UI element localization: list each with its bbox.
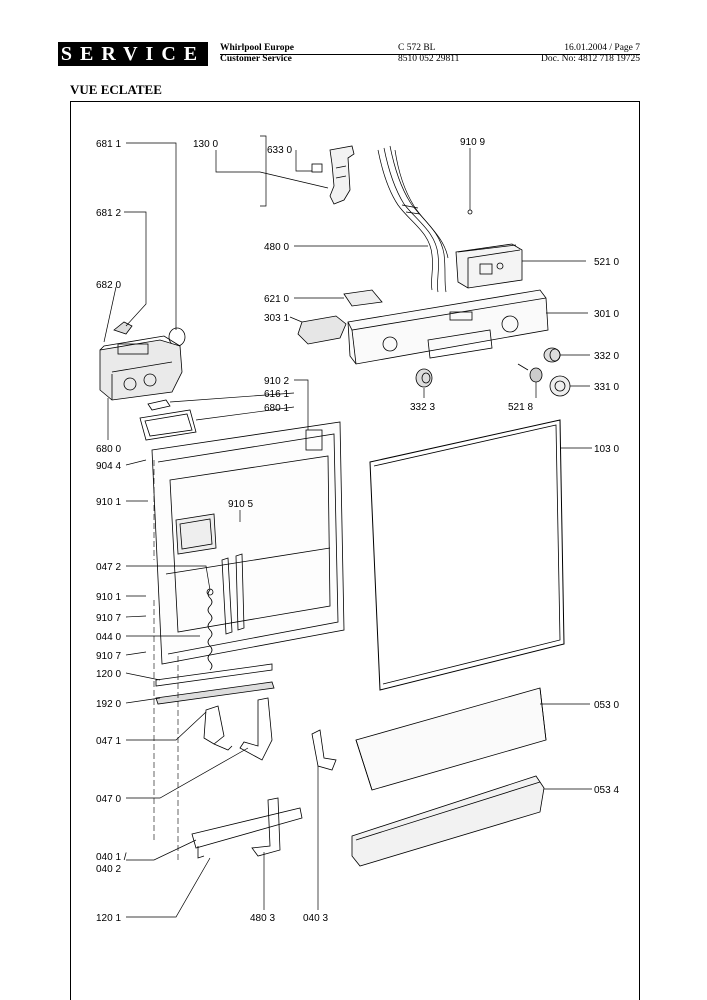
label-910-9: 910 9 [460,137,485,148]
section-title: VUE ECLATEE [70,82,162,97]
label-616-1: 616 1 [264,389,289,400]
part-681-2-drawing [113,321,133,335]
label-904-4: 904 4 [96,461,121,472]
label-910-2: 910 2 [264,376,289,387]
label-120-1: 120 1 [96,913,121,924]
part-labels: 681 1 130 0 633 0 910 9 681 2 480 0 521 … [96,137,619,924]
part-621-0-drawing [343,289,383,307]
label-120-0: 120 0 [96,669,121,680]
label-301-0: 301 0 [594,309,619,320]
service-banner: SERVICE [58,42,208,66]
label-682-0: 682 0 [96,280,121,291]
part-682-0-dispenser-drawing [99,335,183,401]
part-047-0-hinge-bracket-drawing [239,697,273,761]
part-303-1-drawing [297,315,347,345]
label-633-0: 633 0 [267,145,292,156]
part-480-0-drawing [377,145,449,293]
label-303-1: 303 1 [264,313,289,324]
date-page-line: 16.01.2004 / Page 7 [564,43,640,53]
label-047-2: 047 2 [96,562,121,573]
label-130-0: 130 0 [193,139,218,150]
label-910-5: 910 5 [228,499,253,510]
label-040-1: 040 1 / [96,852,127,863]
label-053-0: 053 0 [594,700,619,711]
label-910-1-lower: 910 1 [96,592,121,603]
label-621-0: 621 0 [264,294,289,305]
label-681-2: 681 2 [96,208,121,219]
label-480-3: 480 3 [250,913,275,924]
label-044-0: 044 0 [96,632,121,643]
label-521-0: 521 0 [594,257,619,268]
company-line-2: Customer Service [220,54,292,64]
label-192-0: 192 0 [96,699,121,710]
part-332-3-knob-drawing [415,368,433,388]
part-047-1-hinge-drawing [203,705,233,751]
company-line-1: Whirlpool Europe [220,43,294,53]
part-301-0-control-panel-drawing [347,289,549,365]
label-103-0: 103 0 [594,444,619,455]
label-680-1: 680 1 [264,403,289,414]
part-332-0-knob-drawing [543,347,561,363]
label-040-3: 040 3 [303,913,328,924]
label-040-2: 040 2 [96,864,121,875]
part-616-1-drawing [147,399,171,411]
part-480-3-drawing [251,797,281,857]
part-053-0-kickplate-drawing [355,687,547,791]
part-521-8-drawing [517,363,543,383]
diagram-frame [70,101,640,1000]
label-910-7-lower: 910 7 [96,651,121,662]
label-053-4: 053 4 [594,785,619,796]
label-680-0: 680 0 [96,444,121,455]
label-047-0: 047 0 [96,794,121,805]
label-332-0: 332 0 [594,351,619,362]
model-line-2: 8510 052 29811 [398,54,460,64]
part-331-0-knob-drawing [549,375,571,397]
part-192-0-drawing [155,681,275,705]
label-047-1: 047 1 [96,736,121,747]
label-910-7-upper: 910 7 [96,613,121,624]
part-680-1-seal-drawing [139,409,197,441]
part-040-1-bracket-drawing [191,807,303,859]
part-910-9-drawing [467,209,473,215]
part-521-0-drawing [455,243,523,289]
doc-number-line: Doc. No: 4812 718 19725 [541,54,640,64]
label-331-0: 331 0 [594,382,619,393]
page-header: SERVICE Whirlpool Europe Customer Servic… [0,0,707,70]
label-332-3: 332 3 [410,402,435,413]
part-103-0-door-panel-drawing [369,419,565,691]
part-040-3-drawing [311,729,337,771]
label-910-1-upper: 910 1 [96,497,121,508]
part-633-0-drawing [311,145,355,205]
door-inner-panel-drawing [151,421,345,665]
part-053-4-trim-drawing [351,775,545,867]
label-681-1: 681 1 [96,139,121,150]
part-120-0-drawing [155,663,273,687]
label-521-8: 521 8 [508,402,533,413]
assembly-guide-lines [153,460,179,862]
label-480-0: 480 0 [264,242,289,253]
header-rule [220,54,640,55]
model-line-1: C 572 BL [398,43,436,53]
leader-lines [103,135,592,918]
